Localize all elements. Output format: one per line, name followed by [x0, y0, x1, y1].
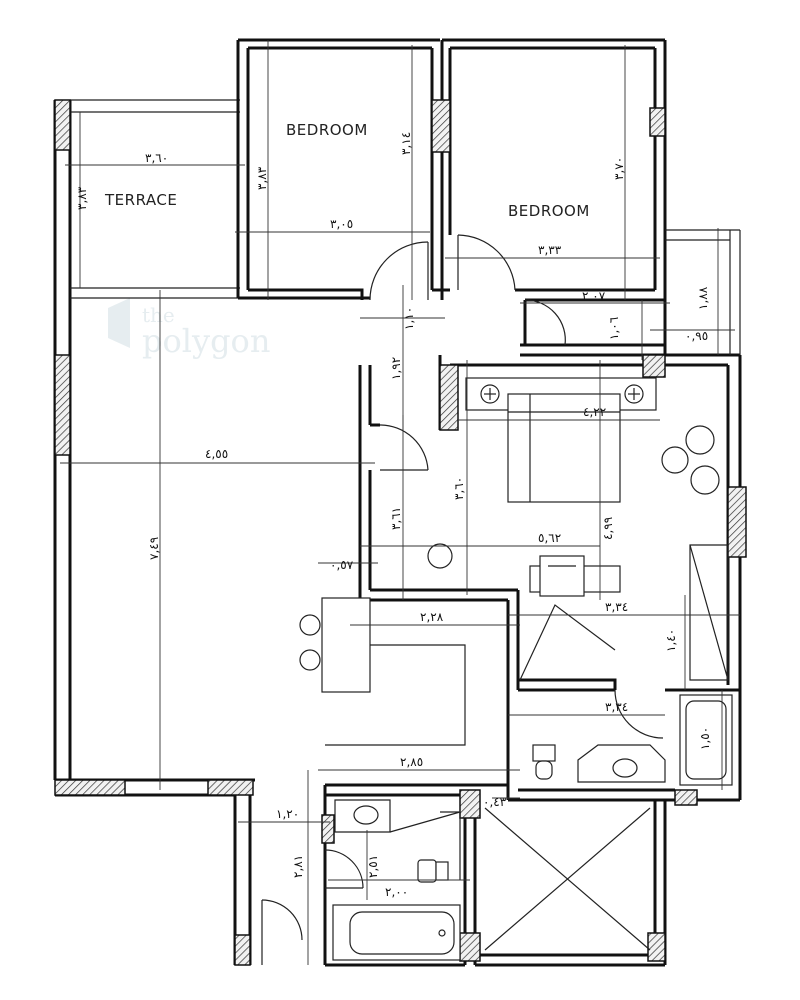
- dim-master-total: ٥,٦٢: [538, 531, 561, 545]
- dim-living-width: ٤,٥٥: [205, 447, 228, 461]
- dim-corridor-height: ١,٩٢: [389, 357, 403, 380]
- dim-living-height: ٧,٤٩: [147, 537, 161, 560]
- dim-master-bed-height: ٣,٦٠: [452, 477, 466, 500]
- dressing-area: [519, 544, 729, 681]
- watermark-logo: the polygon: [108, 298, 270, 360]
- dim-bath2-height: ٢,٥١: [366, 855, 380, 878]
- dim-wc-offset: ٠,٤٣: [483, 795, 507, 809]
- dim-closet-width: ٢,٠٧: [582, 289, 606, 303]
- dim-bath2-width: ٢,٠٠: [385, 885, 408, 899]
- dim-entry-width: ١,٢٠: [276, 807, 299, 821]
- exterior-walls: [53, 38, 742, 967]
- dim-small-gap: ٠,٥٧: [330, 558, 354, 572]
- dim-kitchen-width: ٢,٨٥: [400, 755, 423, 769]
- armchairs: [661, 425, 720, 495]
- watermark-line-2: polygon: [142, 322, 270, 360]
- desk-and-chair: [427, 543, 621, 597]
- dim-closet-height: ١,٠٦: [607, 317, 621, 340]
- dim-hall-height: ٣,٦١: [389, 507, 403, 530]
- bedroom-1-label: BEDROOM: [286, 121, 368, 139]
- bedroom-2-label: BEDROOM: [508, 202, 590, 220]
- dim-balcony-width: ٠,٩٥: [685, 329, 708, 343]
- master-bathroom: [532, 694, 733, 786]
- dim-entry-height: ٢,٨١: [291, 855, 305, 878]
- dim-bedroom1-inner: ٣,١٤: [399, 132, 413, 155]
- dim-dressing-width: ٣,٣٤: [605, 600, 628, 614]
- dim-bedroom1-width: ٣,٠٥: [330, 217, 353, 231]
- dim-terrace-height: ٣,٨٣: [75, 186, 89, 210]
- dim-bedroom1-height: ٣,٨٣: [255, 166, 269, 190]
- dining-table: [299, 597, 466, 746]
- dim-tub-height: ١,٥٠: [698, 727, 712, 750]
- dim-bedroom2-width: ٣,٣٣: [538, 243, 562, 257]
- dim-door-width: ١,١٠: [402, 307, 416, 330]
- light-well: [484, 807, 651, 951]
- dim-dressing-height: ١,٤٠: [664, 629, 678, 652]
- guest-bathroom: [332, 799, 461, 961]
- door-swings: [261, 234, 664, 965]
- dim-master-right: ٤,٩٩: [601, 517, 615, 540]
- structural-columns: [54, 99, 747, 966]
- dim-terrace-width: ٣,٦٠: [145, 151, 168, 165]
- dim-bath-width: ٣,٣٤: [605, 700, 628, 714]
- dim-balcony-height: ١,٨٨: [696, 286, 710, 310]
- dimension-lines: [60, 40, 740, 965]
- dim-dining-width: ٢,٢٨: [420, 610, 444, 624]
- dimension-labels: ٣,٦٠ ٣,٨٣ ٣,٨٣ ٣,٠٥ ٣,١٤ ٣,٧٠ ٣,٣٣ ١,٨٨ …: [75, 132, 712, 899]
- watermark-line-1: the: [142, 303, 175, 327]
- terrace-label: TERRACE: [104, 191, 177, 209]
- dim-bedroom2-height: ٣,٧٠: [612, 157, 626, 180]
- master-bed: [465, 377, 657, 503]
- dim-master-bed-width: ٤,٢٢: [583, 405, 606, 419]
